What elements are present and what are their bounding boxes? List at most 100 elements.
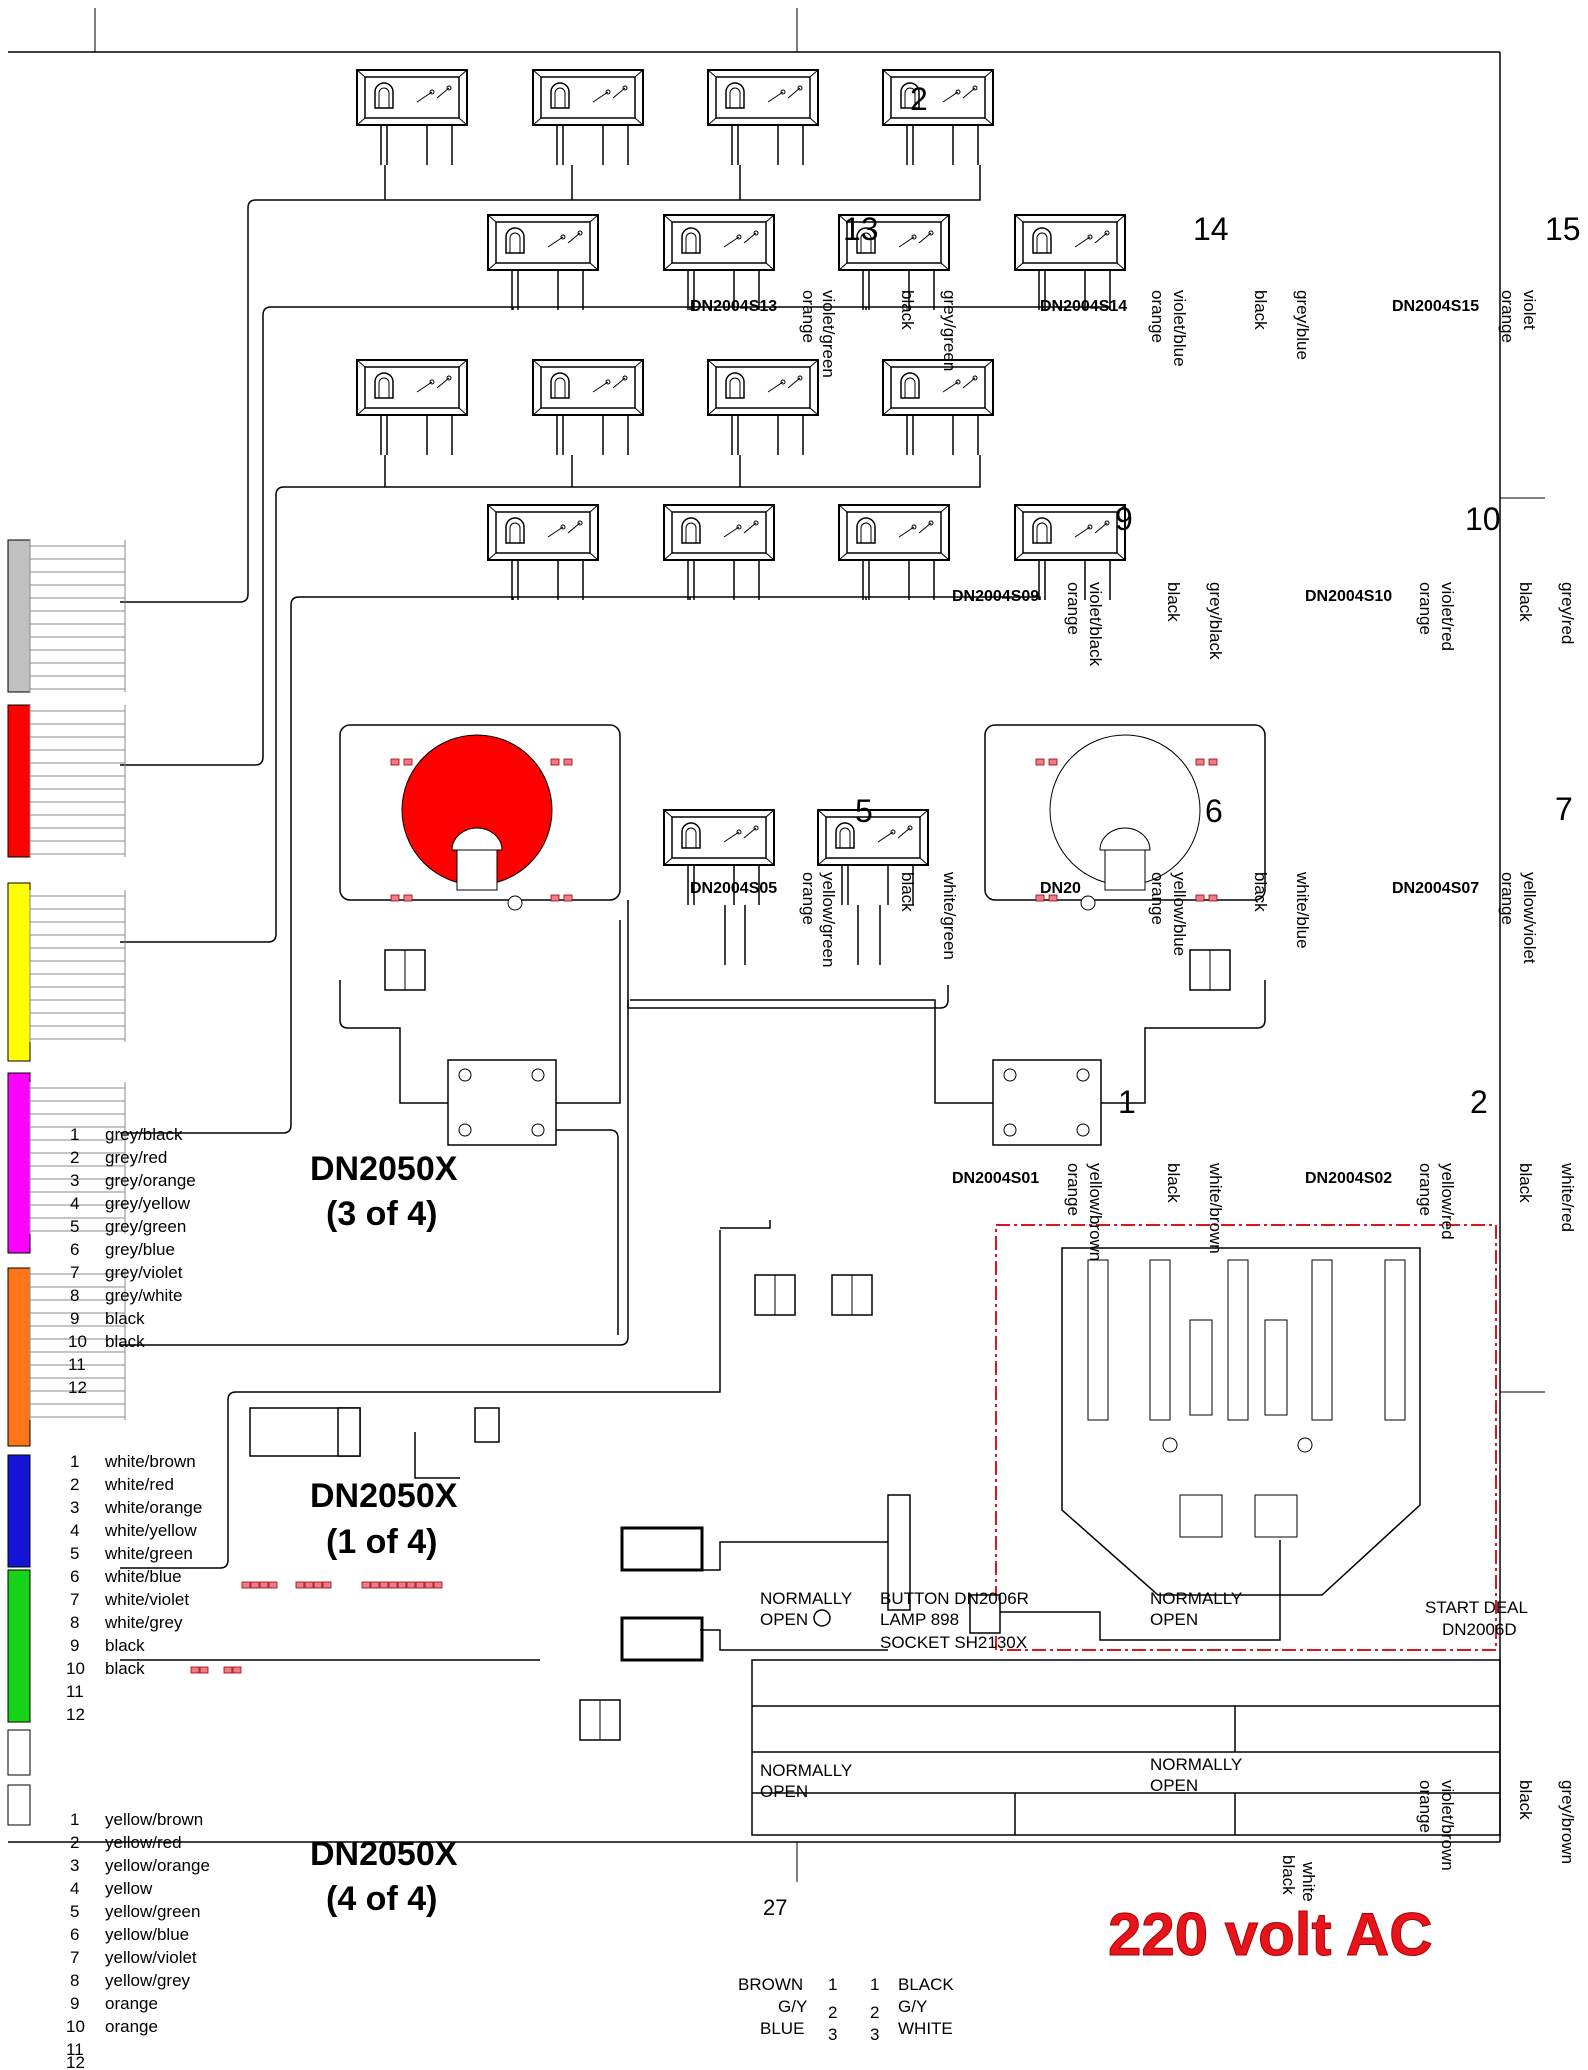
svg-text:11: 11 (66, 1682, 84, 1701)
code-s13: DN2004S13 (690, 298, 777, 315)
connector-blue (7, 1454, 31, 1568)
svg-text:black: black (105, 1332, 145, 1351)
svg-text:OPEN: OPEN (760, 1782, 808, 1801)
svg-text:white/green: white/green (940, 871, 959, 960)
svg-text:orange: orange (105, 1994, 158, 2013)
svg-text:yellow/grey: yellow/grey (105, 1971, 191, 1990)
svg-text:11: 11 (68, 1355, 86, 1374)
wire-labels-09: orange violet/black black grey/black (1064, 582, 1225, 667)
num-1: 1 (1118, 1084, 1136, 1120)
svg-text:orange: orange (1148, 290, 1167, 343)
bus-wires (120, 165, 1111, 1569)
svg-text:4: 4 (70, 1879, 79, 1898)
svg-text:WHITE: WHITE (898, 2019, 953, 2038)
svg-text:BLACK: BLACK (898, 1975, 954, 1994)
wire-labels-05: orange yellow/green black white/green (799, 871, 959, 967)
svg-text:orange: orange (1416, 1780, 1435, 1833)
svg-text:grey/blue: grey/blue (105, 1240, 175, 1259)
svg-text:OPEN: OPEN (1150, 1776, 1198, 1795)
svg-text:white/grey: white/grey (104, 1613, 183, 1632)
svg-text:2: 2 (870, 2003, 879, 2022)
svg-text:2: 2 (70, 1833, 79, 1852)
svg-text:4: 4 (70, 1521, 79, 1540)
svg-text:(4 of 4): (4 of 4) (326, 1880, 437, 1918)
code-s07: DN2004S07 (1392, 880, 1479, 897)
svg-text:3: 3 (70, 1171, 79, 1190)
code-s01: DN2004S01 (952, 1170, 1039, 1187)
svg-text:9: 9 (70, 1994, 79, 2013)
svg-text:9: 9 (70, 1309, 79, 1328)
num-10: 10 (1465, 501, 1501, 537)
svg-text:grey/violet: grey/violet (105, 1263, 183, 1282)
svg-text:(1 of 4): (1 of 4) (326, 1523, 437, 1561)
lamp-wires (339, 905, 1266, 1335)
svg-text:8: 8 (70, 1286, 79, 1305)
svg-text:grey/black: grey/black (1206, 582, 1225, 660)
svg-text:black: black (898, 872, 917, 912)
svg-text:OPEN: OPEN (1150, 1610, 1198, 1629)
svg-text:white/blue: white/blue (104, 1567, 182, 1586)
svg-text:grey/orange: grey/orange (105, 1171, 196, 1190)
connector-magenta (7, 1072, 126, 1254)
power-legend: BROWN G/Y BLUE BLACK G/Y WHITE 1 2 3 1 2… (738, 1975, 954, 2044)
lamp-right (984, 724, 1266, 911)
svg-text:black: black (1516, 1163, 1535, 1203)
page-number: 27 (763, 1895, 787, 1920)
svg-text:yellow/violet: yellow/violet (105, 1948, 197, 1967)
num-9: 9 (1115, 501, 1133, 537)
num-13: 13 (843, 211, 879, 247)
svg-text:SOCKET SH2130X: SOCKET SH2130X (880, 1633, 1027, 1652)
svg-text:yellow/green: yellow/green (105, 1902, 200, 1921)
svg-text:3: 3 (828, 2025, 837, 2044)
svg-text:yellow: yellow (105, 1879, 153, 1898)
svg-text:1: 1 (70, 1452, 79, 1471)
svg-text:2: 2 (70, 1475, 79, 1494)
svg-text:7: 7 (70, 1590, 79, 1609)
svg-text:orange: orange (105, 2017, 158, 2036)
start-deal-area (995, 1224, 1497, 1651)
svg-text:yellow/orange: yellow/orange (105, 1856, 210, 1875)
connector-caption-4of4: DN2050X (4 of 4) (310, 1835, 458, 1918)
code-s14: DN2004S14 (1040, 298, 1127, 315)
connector-red (7, 704, 126, 858)
title-block (751, 1659, 1501, 1836)
svg-text:grey/yellow: grey/yellow (105, 1194, 191, 1213)
num-5: 5 (855, 793, 873, 829)
svg-text:yellow/red: yellow/red (1438, 1163, 1457, 1240)
wire-labels-01: orange yellow/brown black white/brown (1064, 1162, 1225, 1261)
svg-text:yellow/violet: yellow/violet (1520, 872, 1539, 964)
svg-text:NORMALLY: NORMALLY (1150, 1755, 1242, 1774)
svg-text:1: 1 (70, 1125, 79, 1144)
svg-text:DN2050X: DN2050X (310, 1150, 458, 1188)
svg-text:grey/red: grey/red (105, 1148, 167, 1167)
svg-text:DN2006D: DN2006D (1442, 1620, 1517, 1639)
svg-text:BLUE: BLUE (760, 2019, 804, 2038)
svg-text:NORMALLY: NORMALLY (760, 1589, 852, 1608)
svg-text:white/brown: white/brown (1206, 1162, 1225, 1254)
svg-text:black: black (898, 290, 917, 330)
svg-text:3: 3 (70, 1498, 79, 1517)
voltage-label: 220 volt AC (1108, 1901, 1433, 1968)
svg-text:grey/red: grey/red (1558, 582, 1577, 644)
svg-text:violet/brown: violet/brown (1438, 1780, 1457, 1871)
svg-text:black: black (1164, 582, 1183, 622)
svg-text:DN2050X: DN2050X (310, 1835, 458, 1873)
svg-text:10: 10 (66, 2017, 85, 2036)
svg-text:3: 3 (870, 2025, 879, 2044)
svg-text:white: white (1299, 1861, 1318, 1902)
svg-text:11: 11 (66, 2040, 84, 2059)
svg-text:grey/black: grey/black (105, 1125, 183, 1144)
svg-text:G/Y: G/Y (778, 1997, 807, 2016)
svg-text:violet/blue: violet/blue (1170, 290, 1189, 367)
svg-text:violet: violet (1520, 290, 1539, 330)
wire-labels-13: orange violet/green black grey/green (799, 290, 959, 378)
num-14: 14 (1193, 211, 1229, 247)
svg-text:12: 12 (66, 1705, 85, 1724)
svg-text:4: 4 (70, 1194, 79, 1213)
svg-text:2: 2 (70, 1148, 79, 1167)
svg-text:grey/blue: grey/blue (1293, 290, 1312, 360)
connector-grey (7, 539, 126, 693)
svg-text:OPEN: OPEN (760, 1610, 808, 1629)
svg-text:6: 6 (70, 1925, 79, 1944)
svg-text:1: 1 (828, 1975, 837, 1994)
